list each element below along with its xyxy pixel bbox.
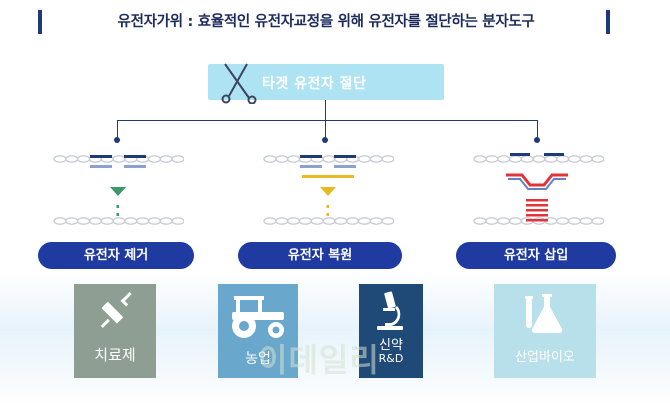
connector-right-drop bbox=[537, 120, 538, 140]
dna-edit-dot bbox=[326, 213, 329, 216]
dna-diagram-restore bbox=[263, 155, 394, 225]
insert-segment bbox=[526, 219, 548, 222]
dna-cut-mark bbox=[90, 155, 112, 158]
dna-diagram-remove bbox=[53, 155, 184, 225]
action-restore-gene: 유전자 복원 bbox=[238, 242, 402, 269]
insert-segment bbox=[526, 209, 548, 212]
dna-top-strand bbox=[263, 155, 394, 163]
dna-cut-mark bbox=[300, 165, 322, 168]
watermark: 이데일리 bbox=[258, 341, 380, 379]
dna-edit-dot bbox=[116, 205, 119, 208]
page-title: 유전자가위 : 효율적인 유전자교정을 위해 유전자를 절단하는 분자도구 bbox=[117, 14, 535, 30]
tile-agriculture: 농업 bbox=[218, 284, 298, 378]
insert-strand-blue bbox=[508, 178, 566, 190]
title-bar: 유전자가위 : 효율적인 유전자교정을 위해 유전자를 절단하는 분자도구 bbox=[0, 0, 670, 44]
insert-segment bbox=[526, 214, 548, 217]
tile-new-drug: 신약 R&D bbox=[359, 284, 423, 378]
arrow-down-icon bbox=[320, 187, 336, 196]
tile-therapeutics: 치료제 bbox=[74, 284, 156, 378]
title-right-bar bbox=[606, 10, 610, 34]
target-cut-label: 타겟 유전자 절단 bbox=[262, 76, 367, 92]
arrow-down-icon bbox=[110, 187, 126, 196]
tile-label-agriculture: 농업 bbox=[245, 351, 271, 367]
title-left-bar bbox=[38, 10, 42, 34]
dna-edit-dot bbox=[326, 205, 329, 208]
insert-segment bbox=[526, 199, 548, 202]
connector-left-drop bbox=[117, 120, 118, 140]
dna-top-strand bbox=[473, 155, 604, 163]
dna-top-strand bbox=[53, 155, 184, 163]
dna-cut-mark bbox=[510, 153, 530, 156]
action-remove-gene: 유전자 제거 bbox=[38, 242, 194, 269]
dna-cut-mark bbox=[300, 155, 322, 158]
tile-label-therapeutics: 치료제 bbox=[94, 346, 136, 364]
tile-sublabel-rnd: R&D bbox=[378, 352, 404, 365]
tile-industrial-bio: 산업바이오 bbox=[494, 284, 596, 378]
dna-cut-mark bbox=[334, 165, 356, 168]
connector-mid-drop bbox=[325, 120, 326, 140]
dna-cut-mark bbox=[334, 155, 356, 158]
flask-icon bbox=[525, 294, 563, 334]
dna-edit-dot bbox=[116, 213, 119, 216]
action-insert-gene: 유전자 삽입 bbox=[456, 242, 616, 269]
dna-bottom-strand bbox=[473, 217, 604, 225]
dna-diagram-insert bbox=[473, 153, 604, 225]
insert-strand-red bbox=[506, 173, 568, 187]
syringe-icon bbox=[100, 292, 132, 328]
restore-template bbox=[302, 175, 354, 178]
connector-dot-right bbox=[534, 137, 540, 143]
tractor-icon bbox=[232, 296, 284, 338]
dna-cut-mark bbox=[124, 155, 146, 158]
tile-label-industrial-bio: 산업바이오 bbox=[515, 350, 575, 365]
tile-label-new-drug: 신약 bbox=[379, 338, 403, 353]
connector-horizontal bbox=[117, 120, 537, 121]
dna-cut-mark bbox=[544, 153, 564, 156]
dna-cut-mark bbox=[124, 165, 146, 168]
insert-segment bbox=[526, 204, 548, 207]
microscope-icon bbox=[377, 291, 403, 330]
dna-cut-mark bbox=[90, 165, 112, 168]
connector-vertical-top bbox=[325, 100, 326, 120]
dna-bottom-strand bbox=[263, 217, 394, 225]
connector-dot-mid bbox=[322, 137, 328, 143]
scissors-icon bbox=[221, 63, 257, 104]
dna-bottom-strand bbox=[53, 217, 184, 225]
connector-dot-left bbox=[114, 137, 120, 143]
